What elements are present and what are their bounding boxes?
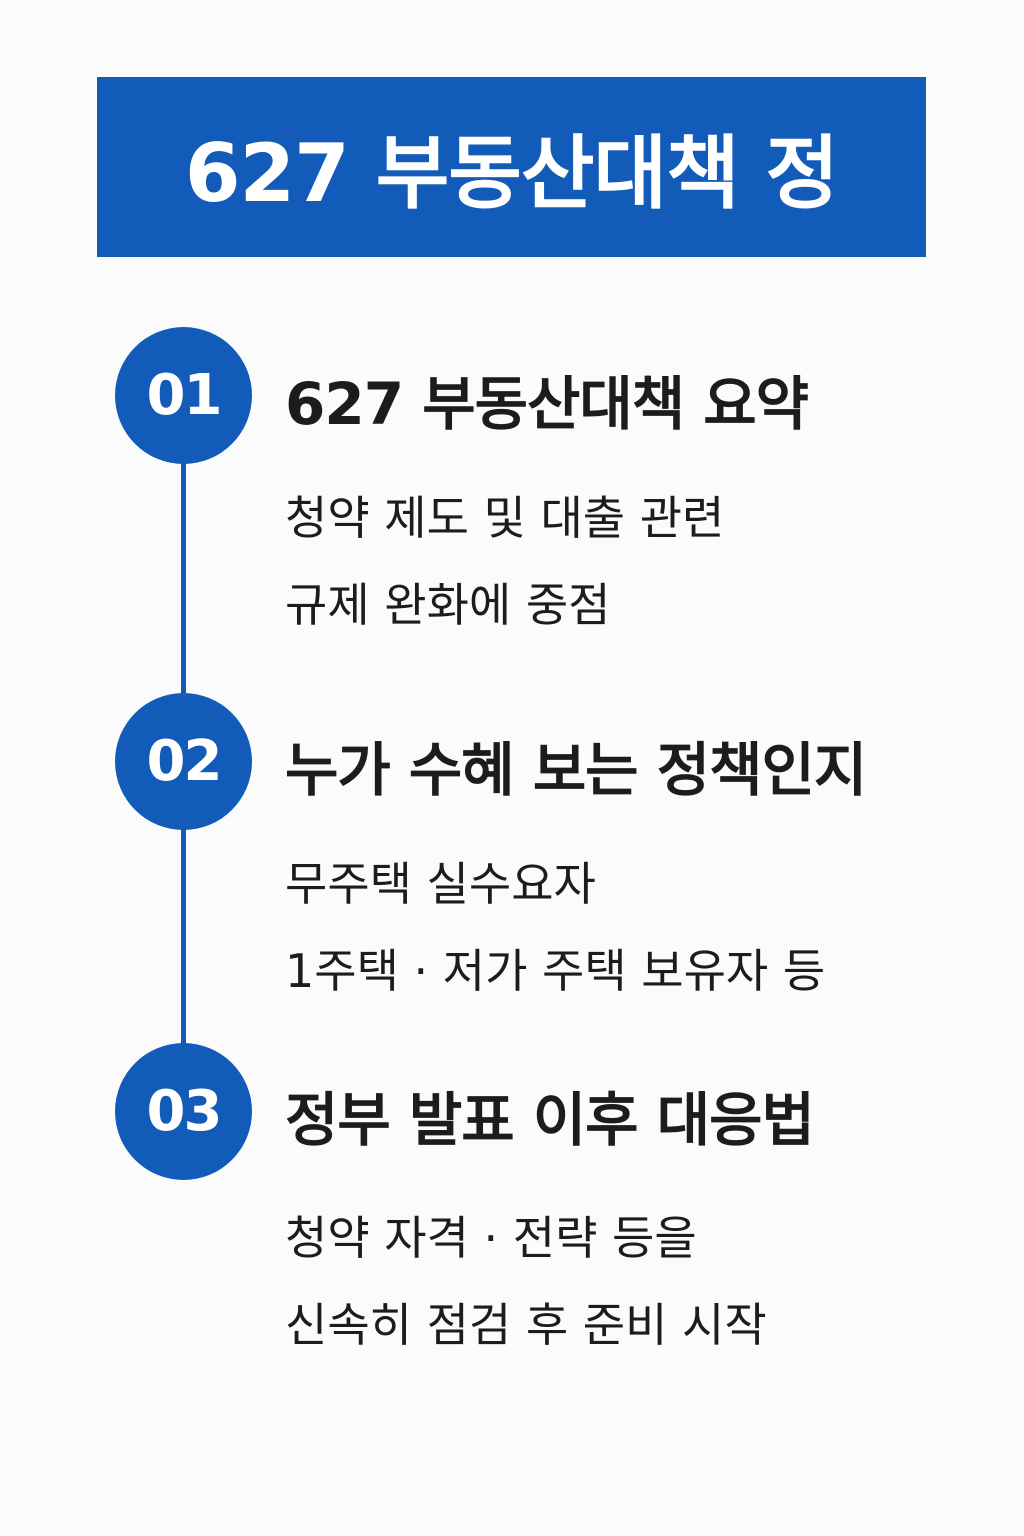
step-description-line: 무주택 실수요자: [285, 857, 596, 911]
step-description-line: 신속히 점검 후 준비 시작: [285, 1298, 767, 1352]
step-number-badge: 01: [115, 327, 252, 464]
step-description: 청약 제도 및 대출 관련 규제 완화에 중점: [285, 475, 724, 649]
page-title: 627 부동산대책 정: [184, 127, 839, 220]
step-description: 무주택 실수요자 1주택 · 저가 주택 보유자 등: [285, 841, 825, 1015]
step-title: 정부 발표 이후 대응법: [285, 1086, 815, 1154]
step-number-badge: 02: [115, 693, 252, 830]
step-description-line: 청약 자격 · 전략 등을: [285, 1211, 697, 1265]
step-number-badge: 03: [115, 1043, 252, 1180]
step-description-line: 청약 제도 및 대출 관련: [285, 491, 725, 545]
step-title: 누가 수혜 보는 정책인지: [285, 736, 867, 804]
step-description-line: 규제 완화에 중점: [285, 578, 611, 632]
step-title: 627 부동산대책 요약: [285, 370, 809, 438]
step-description-line: 1주택 · 저가 주택 보유자 등: [285, 944, 826, 998]
title-banner: 627 부동산대책 정: [97, 77, 926, 257]
step-description: 청약 자격 · 전략 등을 신속히 점검 후 준비 시작: [285, 1195, 767, 1369]
